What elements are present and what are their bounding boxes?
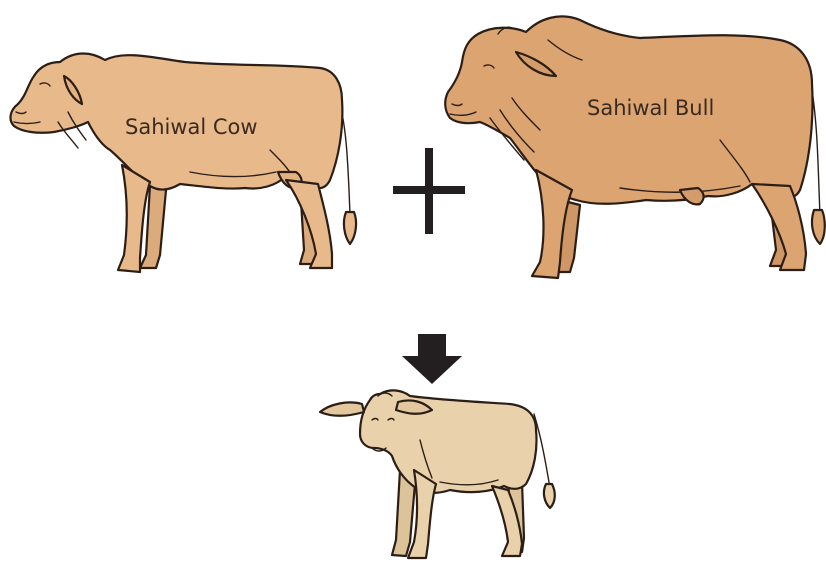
bull-label: Sahiwal Bull [587,96,714,120]
plus-sign [393,148,465,234]
sahiwal-cow: Sahiwal Cow [11,54,357,273]
bull-tail-switch [812,210,825,244]
calf-body [360,390,537,492]
cow-label: Sahiwal Cow [125,115,258,139]
calf [320,390,555,558]
sahiwal-bull: Sahiwal Bull [445,16,825,278]
cow-tail-switch [344,212,356,244]
down-arrow-icon [402,334,462,384]
